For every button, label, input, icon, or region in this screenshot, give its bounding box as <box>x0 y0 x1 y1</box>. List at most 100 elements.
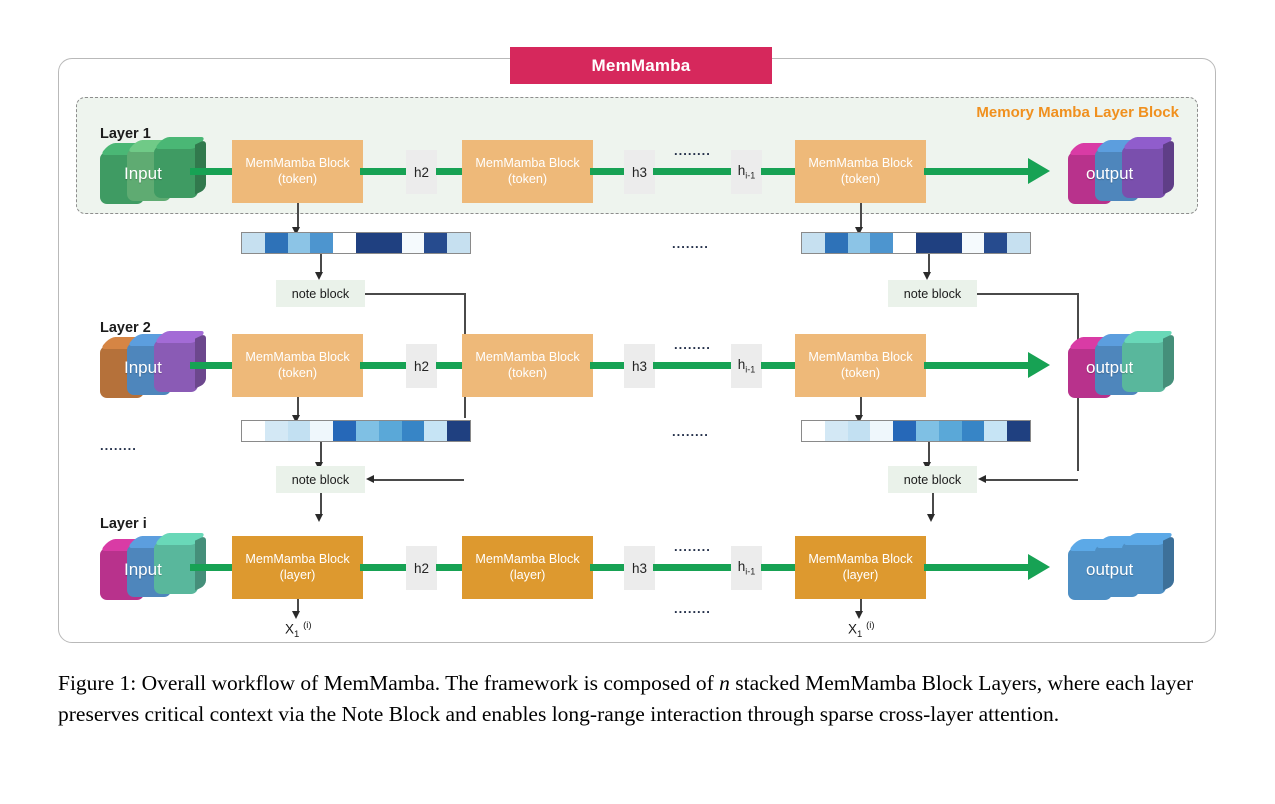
flow-line <box>436 362 464 369</box>
heatmap-cell <box>378 233 402 253</box>
heatmap-cell <box>961 233 985 253</box>
arrow-down-icon <box>315 272 323 280</box>
heatmap-cell <box>447 233 470 253</box>
layer-2-note-block-left[interactable]: note block <box>276 466 365 493</box>
layer-i-mamba-block-3[interactable]: MemMamba Block (layer) <box>795 536 926 599</box>
heatmap-cell <box>938 233 962 253</box>
heatmap-cell <box>802 233 825 253</box>
heatmap-cell <box>893 421 916 441</box>
heatmap-cell <box>401 233 425 253</box>
arrow-down-icon <box>292 611 300 619</box>
connector <box>374 479 464 481</box>
heatmap-cell <box>915 421 939 441</box>
layer-2-mamba-block-1[interactable]: MemMamba Block (token) <box>232 334 363 397</box>
heatmap-cell <box>824 421 848 441</box>
block-line-1: MemMamba Block <box>475 155 580 170</box>
flow-line <box>360 362 408 369</box>
heatmap-cell <box>242 421 265 441</box>
flow-line <box>360 564 408 571</box>
layer-2-right-heatmap <box>801 420 1031 442</box>
block-line-1: MemMamba Block <box>808 349 913 364</box>
heatmap-cell <box>915 233 939 253</box>
heatmap-cell <box>242 233 265 253</box>
row-2-mid-ellipsis: ........ <box>674 337 711 352</box>
flow-line <box>590 564 626 571</box>
layer-i-mamba-block-2[interactable]: MemMamba Block (layer) <box>462 536 593 599</box>
block-line-2: (layer) <box>279 567 316 582</box>
arrow-down-icon <box>923 272 931 280</box>
x-sub: 1 <box>857 629 863 641</box>
arrow-down-icon <box>315 514 323 522</box>
heatmap-cell <box>287 233 311 253</box>
heatmap-cell <box>984 421 1008 441</box>
h-base: h <box>737 559 746 575</box>
layer-1-mamba-block-1[interactable]: MemMamba Block (token) <box>232 140 363 203</box>
h-base: h <box>737 357 746 373</box>
layer-i-mamba-block-1[interactable]: MemMamba Block (layer) <box>232 536 363 599</box>
connector <box>932 493 934 516</box>
h-base: h <box>737 163 746 179</box>
input-label: Input <box>124 560 162 579</box>
heatmap-cell <box>824 233 848 253</box>
layer-2-mamba-block-3[interactable]: MemMamba Block (token) <box>795 334 926 397</box>
connector <box>928 442 930 464</box>
layer-2-mamba-block-2[interactable]: MemMamba Block (token) <box>462 334 593 397</box>
x-sup: (i) <box>866 620 875 631</box>
output-label: output <box>1086 164 1134 183</box>
layer-2-left-heatmap <box>241 420 471 442</box>
connector <box>297 203 299 229</box>
x-sub: 1 <box>294 629 300 641</box>
heatmap-cell <box>355 233 379 253</box>
heatmap-cell <box>424 421 448 441</box>
connector <box>860 599 862 613</box>
layer-1-mamba-block-2[interactable]: MemMamba Block (token) <box>462 140 593 203</box>
layer-1-note-block-left[interactable]: note block <box>276 280 365 307</box>
heatmap-cell <box>870 421 894 441</box>
heatmap-cell <box>310 421 334 441</box>
layer-2-h3-chip: h3 <box>624 344 655 388</box>
connector <box>860 203 862 229</box>
block-line-1: MemMamba Block <box>808 551 913 566</box>
block-line-1: MemMamba Block <box>475 551 580 566</box>
connector <box>297 599 299 613</box>
layer-1-mamba-block-3[interactable]: MemMamba Block (token) <box>795 140 926 203</box>
row-i-mid-ellipsis: ........ <box>674 539 711 554</box>
arrow-down-icon <box>292 415 300 423</box>
h-sub: i-1 <box>745 364 756 375</box>
heatmap-cell <box>847 421 871 441</box>
connector <box>297 397 299 417</box>
connector <box>986 479 1078 481</box>
heatmap-row-ellipsis: ........ <box>672 236 709 251</box>
heatmap-cell <box>1007 233 1030 253</box>
memory-region-title: Memory Mamba Layer Block <box>976 104 1179 121</box>
block-line-2: (token) <box>507 365 548 380</box>
connector <box>320 442 322 464</box>
layer-1-hi-chip: hi-1 <box>731 150 762 194</box>
block-line-2: (layer) <box>509 567 546 582</box>
block-line-1: MemMamba Block <box>245 349 350 364</box>
flow-line <box>653 564 733 571</box>
x-sup: (i) <box>303 620 312 631</box>
layer-2-output-arrow <box>924 352 1050 378</box>
connector <box>977 293 1078 295</box>
block-line-1: MemMamba Block <box>245 155 350 170</box>
heatmap-row-2-ellipsis: ........ <box>672 424 709 439</box>
heatmap-cell <box>802 421 825 441</box>
layer-1-note-block-right[interactable]: note block <box>888 280 977 307</box>
heatmap-cell <box>447 421 470 441</box>
input-label: Input <box>124 164 162 183</box>
layer-2-note-block-right[interactable]: note block <box>888 466 977 493</box>
block-line-2: (layer) <box>842 567 879 582</box>
layer-i-h3-chip: h3 <box>624 546 655 590</box>
figure-caption: Figure 1: Overall workflow of MemMamba. … <box>58 668 1218 729</box>
layers-omitted-ellipsis: ........ <box>100 438 137 453</box>
layer-1-h2-chip: h2 <box>406 150 437 194</box>
flow-line <box>436 564 464 571</box>
x-base: X <box>848 621 858 637</box>
heatmap-cell <box>264 233 288 253</box>
layer-2-label: Layer 2 <box>100 320 151 336</box>
input-label: Input <box>124 358 162 377</box>
block-line-1: MemMamba Block <box>808 155 913 170</box>
caption-part-1: Figure 1: Overall workflow of MemMamba. … <box>58 671 720 695</box>
block-line-2: (token) <box>840 171 881 186</box>
